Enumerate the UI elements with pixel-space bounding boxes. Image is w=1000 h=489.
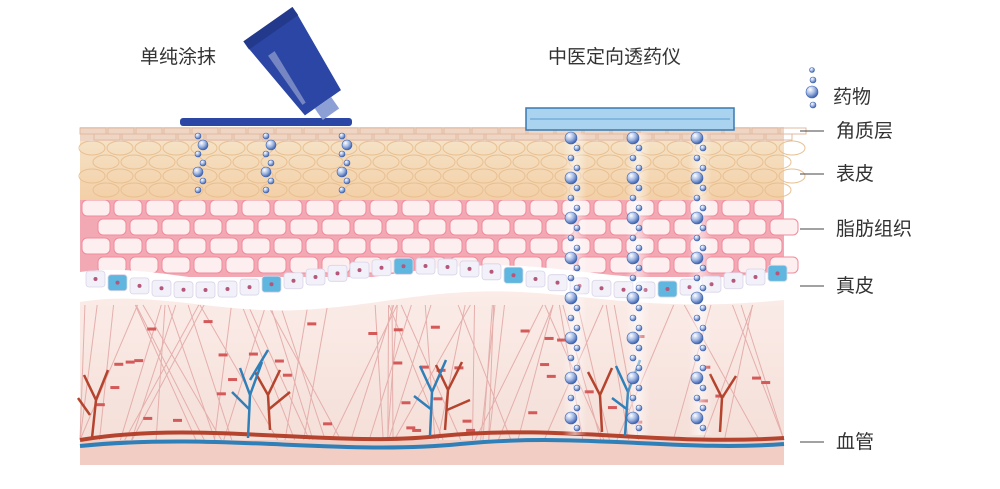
layer-label-epidermis: 表皮 <box>836 163 875 185</box>
layer-label-dermis: 真皮 <box>836 275 875 297</box>
layer-label-vessel: 血管 <box>836 431 875 453</box>
basal-boundary <box>80 265 784 311</box>
blood-vessels <box>76 349 785 450</box>
device-method-label: 中医定向透药仪 <box>548 46 682 68</box>
ointment-tube-icon <box>180 6 352 126</box>
layer-label-fat: 脂肪组织 <box>836 218 913 240</box>
drug-legend-label: 药物 <box>833 86 872 108</box>
layer-label-stratum: 角质层 <box>836 120 894 142</box>
drug-droplets <box>192 131 707 432</box>
topical-method-label: 单纯涂抹 <box>140 46 217 68</box>
device-beams <box>563 133 712 435</box>
drug-legend-icon <box>805 67 819 109</box>
layer-pointer-lines <box>800 130 824 443</box>
device-pad-icon <box>525 107 735 131</box>
